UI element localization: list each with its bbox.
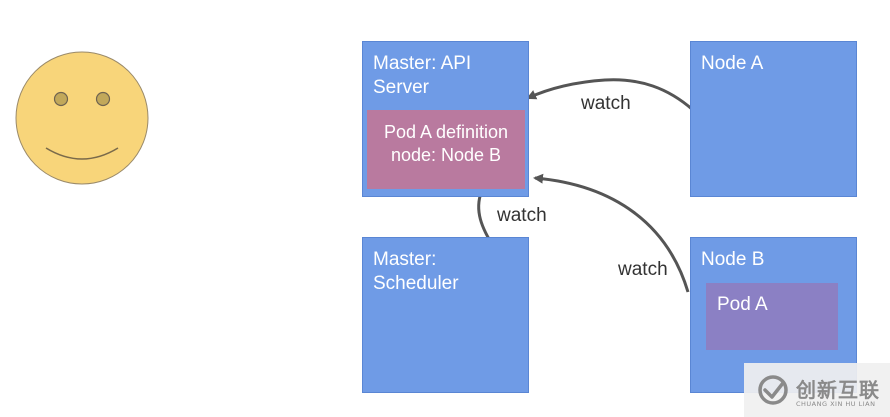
watch-arrow-node-a [526, 78, 694, 112]
chuangxin-logo-icon [758, 375, 788, 405]
node-a-box: Node A [690, 41, 857, 197]
pod-a-box: Pod A [706, 283, 838, 350]
watermark-title: 创新互联 [796, 378, 880, 402]
watch-arrow-node-b [533, 173, 690, 293]
smiley-right-eye [95, 91, 111, 107]
watch-label-node-b: watch [618, 259, 668, 280]
watermark: 创新互联 CHUANG XIN HU LIAN [744, 363, 890, 417]
watch-label-node-a: watch [581, 93, 631, 114]
node-a-title: Node A [701, 53, 764, 74]
pod-definition-box: Pod A definition node: Node B [367, 110, 525, 189]
scheduler-box: Master: Scheduler [362, 237, 529, 393]
watch-label-scheduler: watch [497, 205, 547, 226]
smiley-face-icon [15, 51, 149, 185]
scheduler-title: Master: Scheduler [373, 249, 459, 294]
api-server-title: Master: API Server [373, 53, 472, 98]
node-b-title: Node B [701, 249, 765, 270]
pod-definition-line2: node: Node B [390, 145, 502, 165]
smiley-left-eye [53, 91, 69, 107]
watermark-subtitle: CHUANG XIN HU LIAN [796, 400, 876, 408]
smiley-mouth [45, 147, 119, 160]
pod-definition-line1: Pod A definition [383, 122, 509, 142]
api-server-box: Master: API Server Pod A definition node… [362, 41, 529, 197]
pod-a-label: Pod A [717, 294, 768, 315]
